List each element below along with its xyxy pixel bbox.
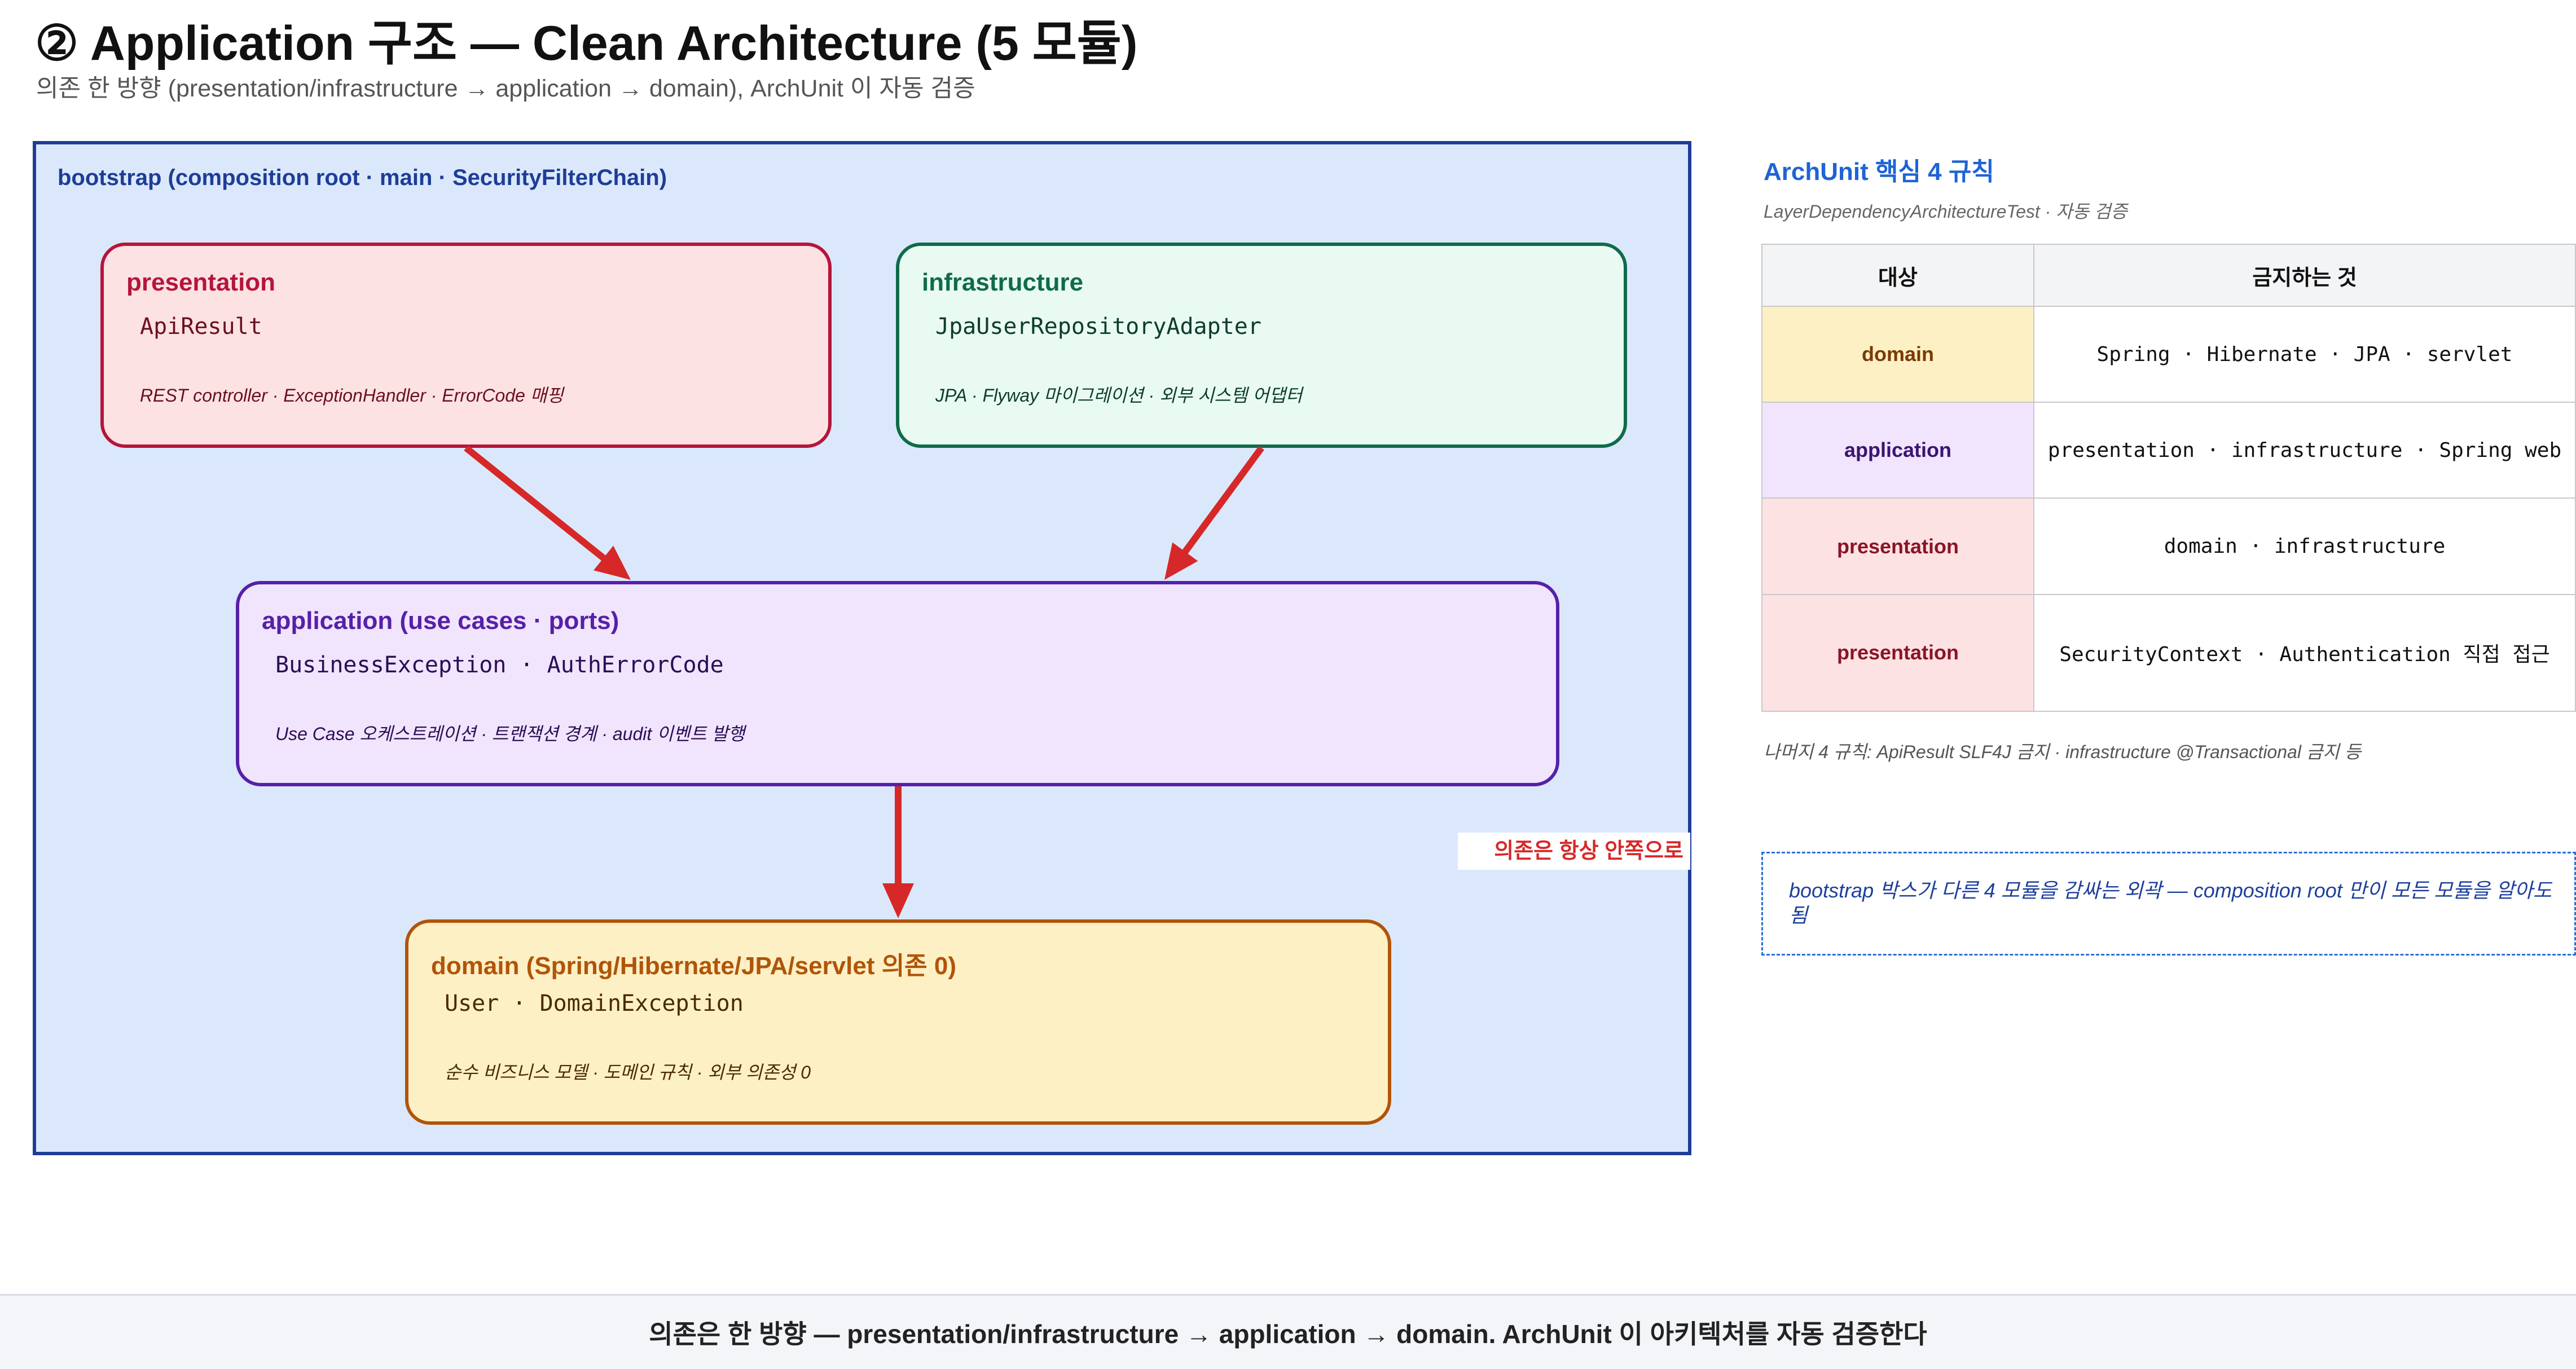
rule-target: domain xyxy=(1761,305,2034,403)
infrastructure-module-description: JPA · Flyway 마이그레이션 · 외부 시스템 어댑터 xyxy=(935,385,1303,406)
rule-target: presentation xyxy=(1761,593,2034,712)
table-header-target: 대상 xyxy=(1761,244,2034,307)
table-row: presentation domain · infrastructure xyxy=(1761,498,2576,595)
archunit-title: ArchUnit 핵심 4 규칙 xyxy=(1764,158,1994,186)
rule-target: application xyxy=(1761,402,2034,499)
application-module-description: Use Case 오케스트레이션 · 트랜잭션 경계 · audit 이벤트 발… xyxy=(275,724,745,744)
presentation-module: presentation ApiResult REST controller ·… xyxy=(100,243,832,448)
table-row: presentation SecurityContext · Authentic… xyxy=(1761,593,2576,712)
rule-target: presentation xyxy=(1761,498,2034,595)
presentation-module-classes: ApiResult xyxy=(140,314,262,340)
page-title: ② Application 구조 — Clean Architecture (5… xyxy=(35,16,1138,71)
table-header-forbidden: 금지하는 것 xyxy=(2033,244,2576,307)
infrastructure-module: infrastructure JpaUserRepositoryAdapter … xyxy=(896,243,1627,448)
footer-summary-text: 의존은 한 방향 — presentation/infrastructure →… xyxy=(649,1319,1927,1349)
application-module-classes: BusinessException · AuthErrorCode xyxy=(275,652,724,678)
table-row: application presentation · infrastructur… xyxy=(1761,402,2576,499)
archunit-remaining-rules-note: 나머지 4 규칙: ApiResult SLF4J 금지 · infrastru… xyxy=(1764,742,2362,762)
infrastructure-module-title: infrastructure xyxy=(922,268,1084,296)
table-row: domain Spring · Hibernate · JPA · servle… xyxy=(1761,305,2576,403)
presentation-module-title: presentation xyxy=(126,268,276,296)
application-module: application (use cases · ports) Business… xyxy=(236,581,1559,786)
domain-module: domain (Spring/Hibernate/JPA/servlet 의존 … xyxy=(405,919,1391,1125)
domain-module-classes: User · DomainException xyxy=(445,991,744,1016)
domain-module-description: 순수 비즈니스 모델 · 도메인 규칙 · 외부 의존성 0 xyxy=(445,1062,811,1082)
table-header-row: 대상 금지하는 것 xyxy=(1761,244,2576,307)
inward-dependency-note: 의존은 항상 안쪽으로 xyxy=(1458,833,1690,870)
archunit-rules-table: 대상 금지하는 것 domain Spring · Hibernate · JP… xyxy=(1761,244,2576,712)
bootstrap-module-label: bootstrap (composition root · main · Sec… xyxy=(58,165,667,190)
presentation-module-description: REST controller · ExceptionHandler · Err… xyxy=(140,385,564,406)
infrastructure-module-classes: JpaUserRepositoryAdapter xyxy=(935,314,1261,340)
bootstrap-note-box: bootstrap 박스가 다른 4 모듈을 감싸는 외곽 — composit… xyxy=(1761,852,2576,956)
footer-summary: 의존은 한 방향 — presentation/infrastructure →… xyxy=(0,1294,2576,1369)
domain-module-title: domain (Spring/Hibernate/JPA/servlet 의존 … xyxy=(431,952,957,980)
rule-forbidden: presentation · infrastructure · Spring w… xyxy=(2033,402,2576,499)
rule-forbidden: Spring · Hibernate · JPA · servlet xyxy=(2033,305,2576,403)
application-module-title: application (use cases · ports) xyxy=(262,607,619,635)
page-subtitle: 의존 한 방향 (presentation/infrastructure → a… xyxy=(36,75,975,102)
bootstrap-note-text: bootstrap 박스가 다른 4 모듈을 감싸는 외곽 — composit… xyxy=(1789,879,2552,927)
rule-forbidden: SecurityContext · Authentication 직접 접근 xyxy=(2033,593,2576,712)
rule-forbidden: domain · infrastructure xyxy=(2033,498,2576,595)
archunit-subtitle: LayerDependencyArchitectureTest · 자동 검증 xyxy=(1764,201,2127,222)
